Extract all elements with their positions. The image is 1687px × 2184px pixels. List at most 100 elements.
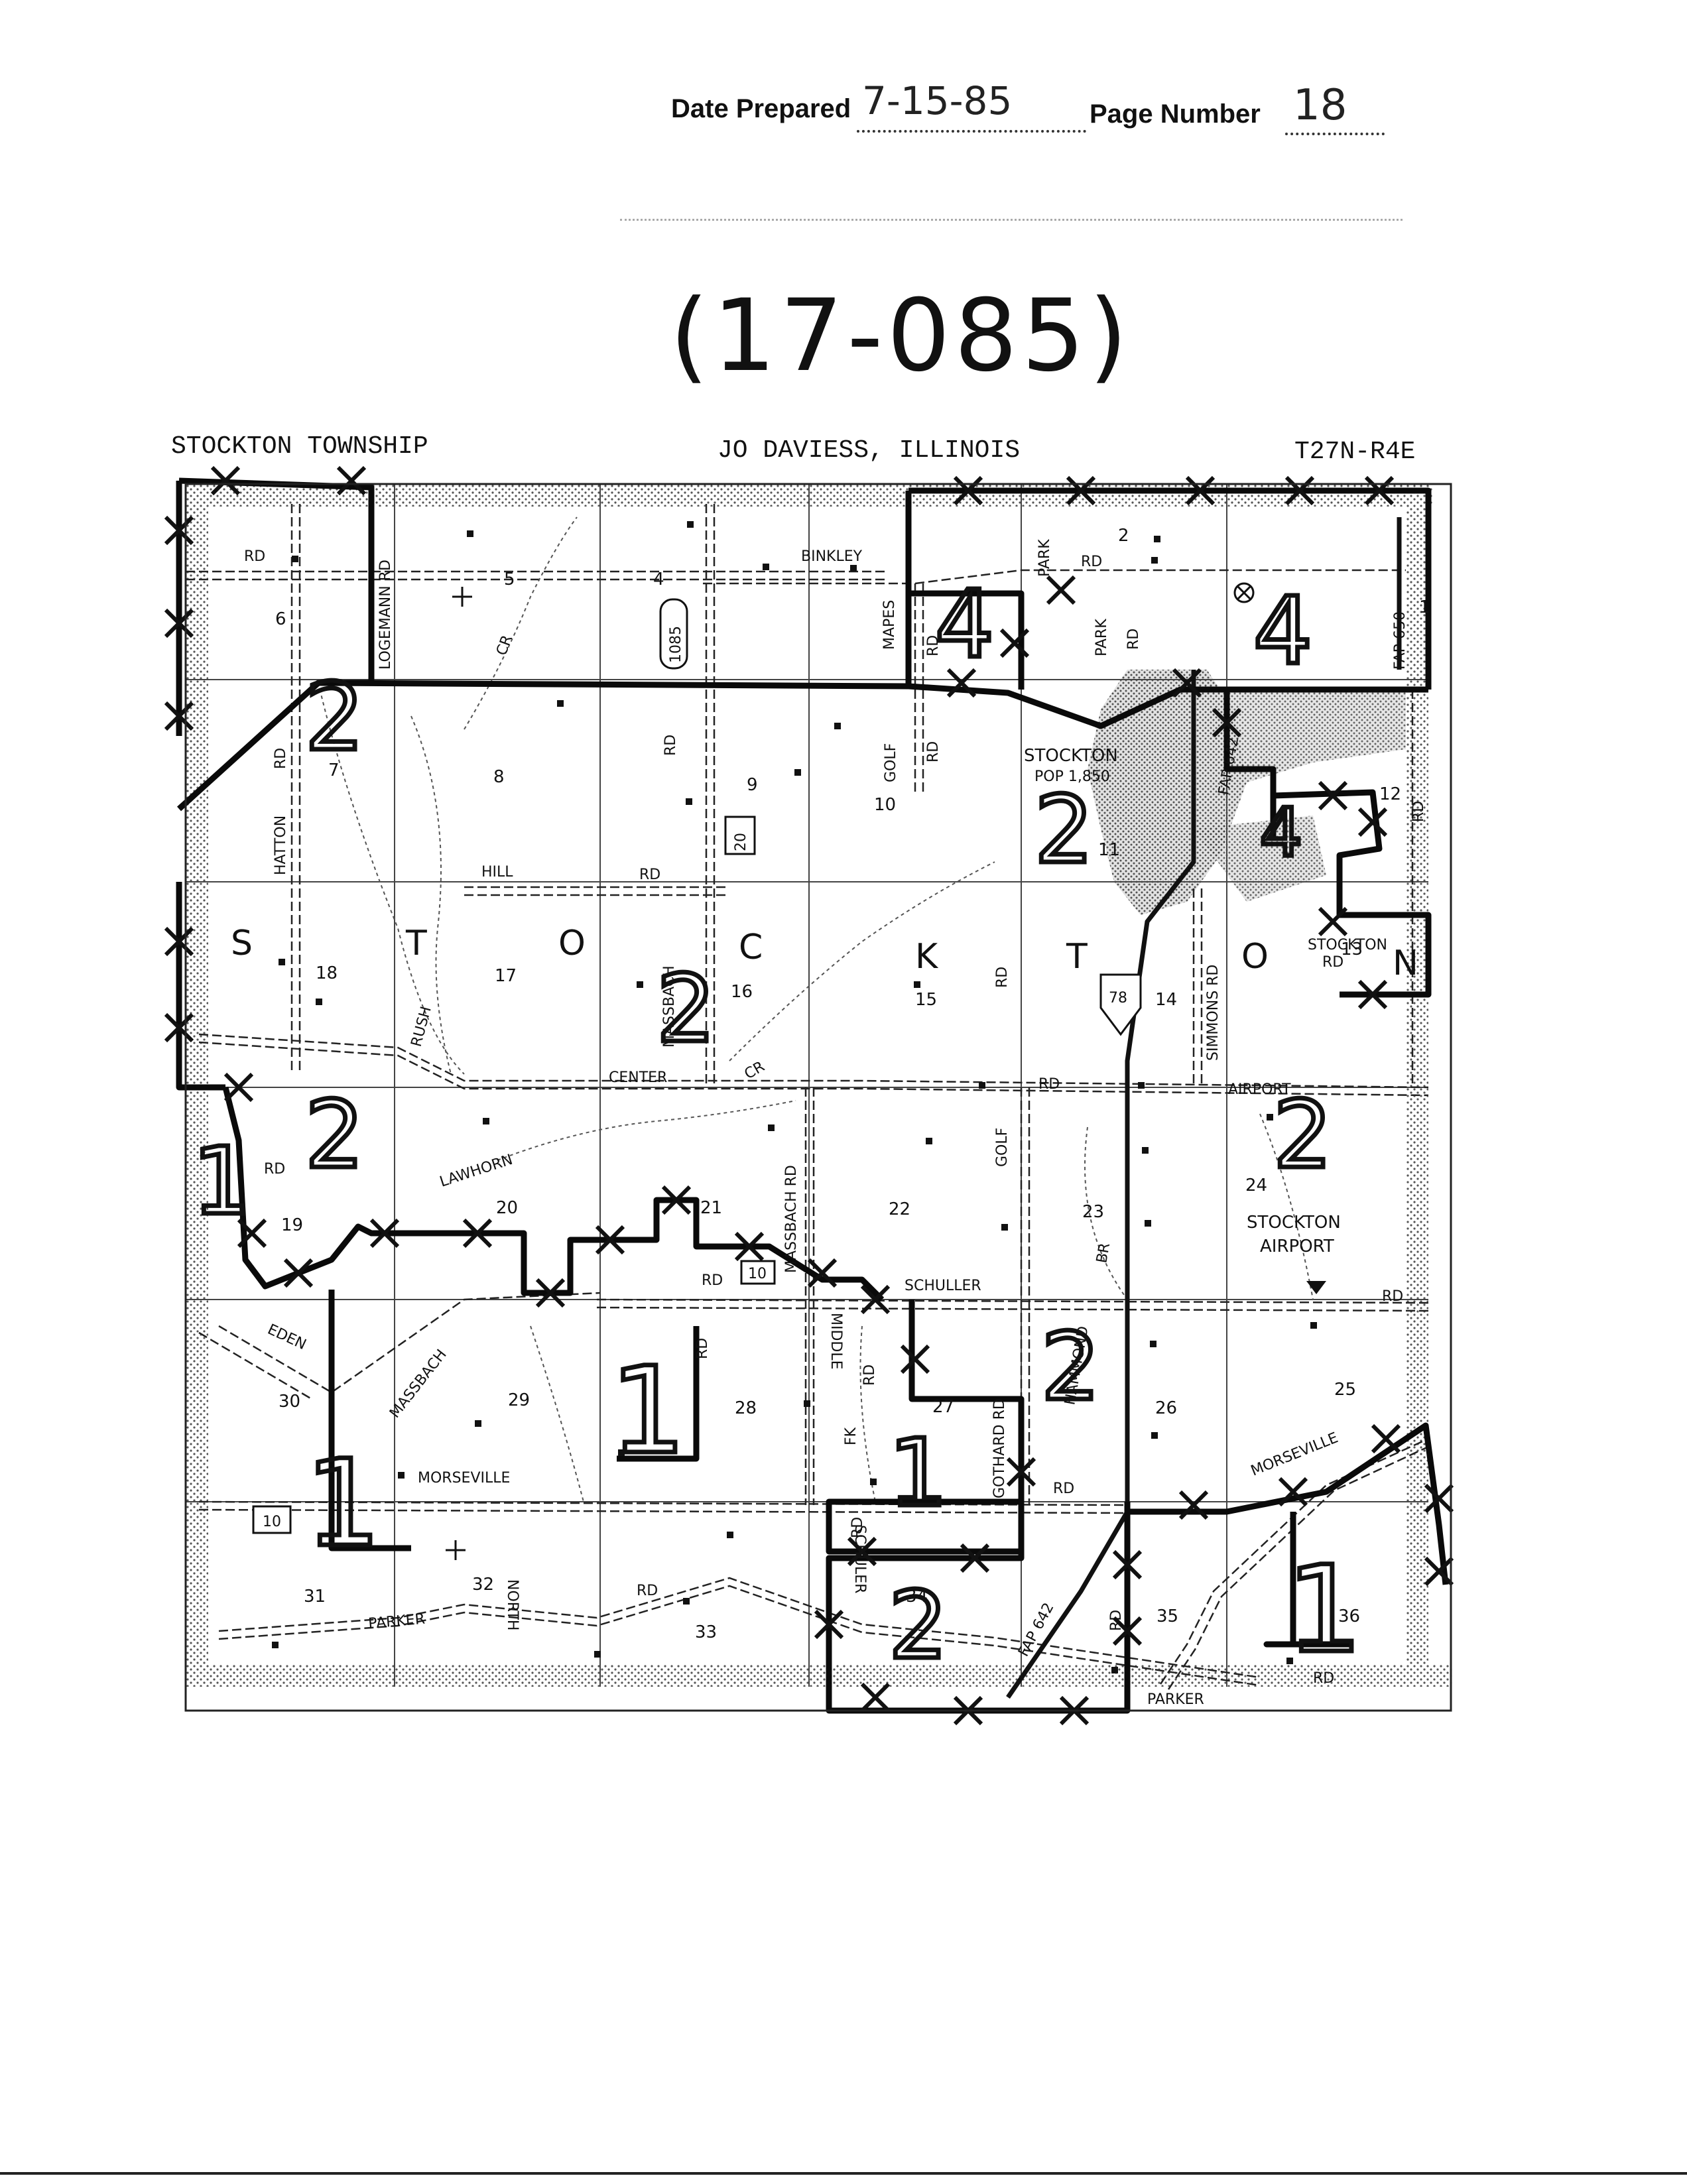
road-label-massbach-16: MASSBACH	[661, 965, 678, 1048]
road-label-rd-4: RD	[662, 735, 679, 756]
road-label-rd-hill: RD	[639, 867, 660, 883]
road-label-rd-14: RD	[1038, 1076, 1060, 1093]
section-1: 1	[1419, 597, 1430, 617]
place-labels: STOCKTON POP 1,850 STOCKTON AIRPORT	[1024, 746, 1341, 1294]
shield-1085: 1085	[668, 626, 684, 663]
district-number-2-f: 2	[1041, 1313, 1100, 1422]
road-label-rd-12: RD	[1410, 801, 1427, 822]
page-underline	[1285, 133, 1385, 135]
road-label-simmons: SIMMONS RD	[1205, 965, 1221, 1061]
district-number-2-b: 2	[1034, 776, 1093, 884]
road-label-rd-28: RD	[694, 1338, 711, 1359]
letter-o2: O	[1241, 937, 1269, 977]
letter-k: K	[915, 937, 939, 977]
scan-edge-line	[0, 2172, 1687, 2175]
road-label-rd-24: RD	[1382, 1288, 1403, 1305]
section-32: 32	[472, 1575, 494, 1595]
page-number-label: Page Number	[1090, 99, 1261, 129]
district-number-1-e: 1	[305, 1435, 381, 1573]
road-label-fap650: FAP 650	[1392, 611, 1408, 670]
highways	[1006, 517, 1402, 1699]
section-18: 18	[316, 963, 338, 983]
road-label-rd-park: RD	[1125, 629, 1142, 650]
road-label-cr-5: CR	[493, 633, 516, 658]
road-label-fk: FK	[843, 1427, 859, 1445]
road-label-rd-35: RD	[1108, 1610, 1125, 1631]
section-10: 10	[874, 795, 896, 815]
handwritten-district-numbers: 4 4 2 2 4 2 2 2 1 1 1 2 1 2 1	[190, 569, 1365, 1683]
letter-t: T	[405, 924, 427, 963]
road-label-parker-31: PARKER	[367, 1611, 426, 1632]
section-15: 15	[915, 990, 937, 1010]
road-label-north: NORTH	[504, 1579, 521, 1630]
section-9: 9	[747, 775, 758, 795]
shield-10-21: 10	[748, 1266, 767, 1282]
road-label-massbach-rd: MASSBACH RD	[783, 1165, 800, 1273]
section-23: 23	[1082, 1202, 1104, 1222]
road-label-morseville-25: MORSEVILLE	[1249, 1429, 1341, 1479]
district-boundaries	[176, 477, 1449, 1714]
section-22: 22	[889, 1199, 910, 1219]
district-number-1-d: 1	[1286, 1541, 1363, 1679]
township-letters: S T O C K T O N	[231, 924, 1418, 983]
road-label-binkley: BINKLEY	[801, 548, 863, 565]
page-number-value: 18	[1293, 81, 1347, 130]
section-33: 33	[695, 1622, 717, 1642]
section-4: 4	[653, 570, 664, 589]
streams	[318, 516, 1314, 1502]
road-label-hatton: HATTON	[273, 816, 289, 875]
faint-divider	[620, 219, 1403, 221]
road-label-schuller: SCHULLER	[905, 1278, 981, 1294]
date-prepared-value: 7-15-85	[862, 78, 1013, 123]
section-6: 6	[275, 609, 286, 629]
section-14: 14	[1155, 990, 1177, 1010]
district-number-1-c: 1	[889, 1420, 948, 1528]
road-label-rd-36: RD	[1313, 1670, 1334, 1687]
section-17: 17	[495, 966, 517, 986]
road-label-lawhorn: LAWHORN	[438, 1152, 515, 1191]
road-label-gothard: GOTHARD RD	[991, 1398, 1008, 1498]
road-label-rd-3: RD	[925, 635, 942, 656]
road-label-hill: HILL	[481, 864, 513, 880]
district-number-2-g: 2	[889, 1572, 948, 1680]
township-frame	[184, 483, 1452, 1712]
section-19: 19	[281, 1215, 303, 1235]
section-2: 2	[1118, 526, 1129, 546]
section-11: 11	[1098, 840, 1120, 860]
section-16: 16	[731, 982, 753, 1002]
district-number-4-c: 4	[1260, 794, 1302, 871]
stockton-pop-label: POP 1,850	[1034, 768, 1110, 785]
road-label-rd-10: RD	[925, 741, 942, 762]
section-26: 26	[1155, 1398, 1177, 1418]
road-label-cr-16: CR	[742, 1058, 768, 1083]
road-label-golf-10: GOLF	[883, 743, 899, 782]
section-numbers: 6 5 4 2 1 7 8 9 10 11 12 13 14 15 16 17 …	[275, 526, 1430, 1642]
letter-n: N	[1393, 943, 1418, 983]
district-number-2-d: 2	[305, 1081, 364, 1189]
road-label-rd-7: RD	[273, 748, 289, 769]
county-label: JO DAVIESS, ILLINOIS	[718, 436, 1021, 465]
section-31: 31	[304, 1587, 326, 1607]
district-number-2-e: 2	[1273, 1081, 1332, 1189]
airport-word-label: AIRPORT	[1260, 1237, 1334, 1256]
stockton-town-area	[1088, 670, 1406, 915]
road-label-schuler: SCHULER	[851, 1525, 868, 1593]
letter-t2: T	[1066, 937, 1088, 977]
section-13: 13	[1341, 940, 1363, 959]
stockton-town-label: STOCKTON	[1024, 746, 1118, 766]
district-number-2-c: 2	[656, 955, 716, 1063]
section-36: 36	[1338, 1607, 1360, 1626]
survey-marks	[446, 582, 1255, 1560]
section-25: 25	[1334, 1380, 1356, 1400]
road-label-rd-15: RD	[994, 967, 1011, 988]
road-label-morseville-29: MORSEVILLE	[418, 1470, 510, 1486]
road-label-golf-23: GOLF	[994, 1128, 1011, 1167]
road-label-center: CENTER	[609, 1069, 667, 1086]
district-number-2-a: 2	[305, 664, 364, 772]
road-label-rd-33: RD	[849, 1517, 866, 1538]
building-dots	[272, 521, 1317, 1673]
road-label-br: BR	[1093, 1242, 1113, 1264]
road-label-rd-middle: RD	[861, 1365, 878, 1386]
airport-icon	[1306, 1281, 1326, 1294]
section-24: 24	[1245, 1176, 1267, 1195]
